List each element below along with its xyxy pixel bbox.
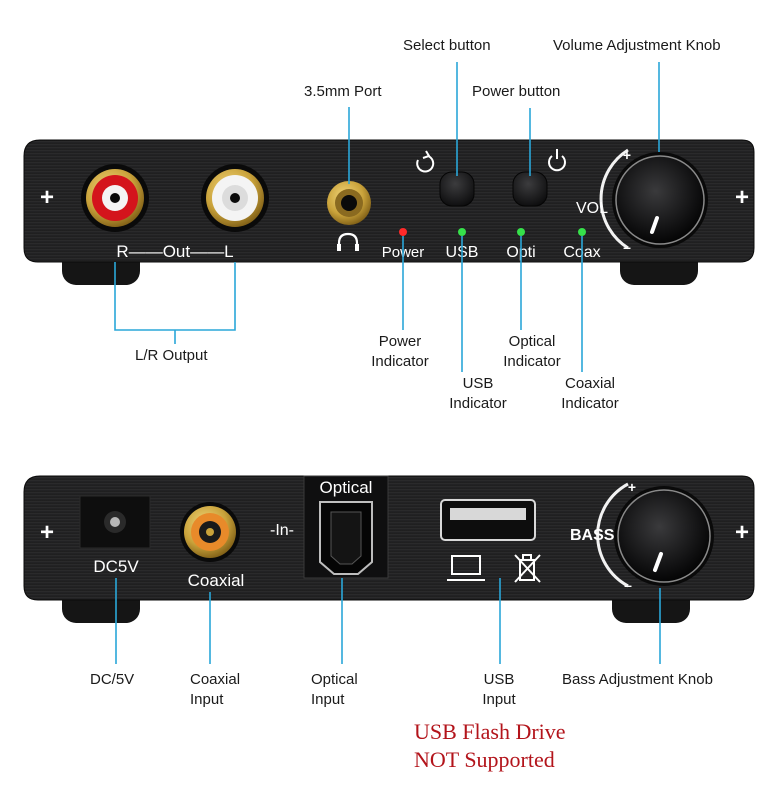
callout-volume-knob: Volume Adjustment Knob [553,37,721,54]
bass-plus: + [628,479,636,495]
callout-optical-input: Optical Input [311,670,358,710]
no-flash-drive-icon [514,554,541,583]
rear-screw-right: + [735,519,749,546]
rca-right-jack [81,164,149,232]
callout-optical-input-line1: Optical [311,671,358,688]
rear-panel: + + DC5V Coaxial -In- Optical [23,475,755,623]
notice: USB Flash Drive NOT Supported [414,718,566,774]
callout-optical-input-line2: Input [311,691,345,708]
optical-port [319,501,373,575]
dc-jack [79,495,151,549]
callout-optical-indicator-line1: Optical [508,333,556,350]
bass-label: BASS [570,527,615,544]
vol-plus: + [623,147,631,163]
callout-optical-indicator: Optical Indicator [494,332,570,372]
coaxial-jack [180,502,240,562]
callout-power-indicator: Power Indicator [365,332,435,372]
headphone-icon [337,232,359,251]
callout-optical-indicator-line2: Indicator [503,353,561,370]
front-screw-right: + [735,184,749,211]
callout-coaxial-input-line1: Coaxial [190,671,241,688]
callout-usb-input-line2: Input [482,691,516,708]
rca-left-jack [201,164,269,232]
front-chassis [23,139,755,263]
power-symbol-icon [548,149,566,172]
optical-label: Optical [320,478,373,497]
bass-knob[interactable] [614,486,714,586]
vol-label: VOL [576,200,608,217]
usb-led [458,228,466,236]
callout-3-5mm-port: 3.5mm Port [304,83,382,100]
in-label: -In- [270,522,294,539]
front-leader-lines [114,62,660,372]
coaxial-led [578,228,586,236]
dc5v-label: DC5V [93,557,139,576]
callout-coaxial-indicator-line2: Indicator [561,395,619,412]
callout-usb-indicator: USB Indicator [438,374,518,414]
computer-icon [447,555,485,581]
coaxial-label: Coaxial [188,571,245,590]
volume-knob[interactable] [612,152,708,248]
callout-select-button: Select button [403,37,491,54]
callout-bass-knob: Bass Adjustment Knob [562,671,713,688]
usb-port [440,499,536,541]
power-button[interactable] [512,171,548,207]
callout-coaxial-input: Coaxial Input [190,670,240,710]
callout-power-button: Power button [472,83,561,100]
out-label: R——Out——L [116,242,233,261]
front-screw-left: + [40,184,54,211]
bass-arc [596,482,629,588]
rear-leader-lines [115,578,661,664]
notice-line1: USB Flash Drive [414,719,566,744]
callout-coaxial-indicator: Coaxial Indicator [550,374,630,414]
headphone-port [327,181,371,225]
optical-led [517,228,525,236]
select-cycle-icon [416,150,435,173]
callout-power-indicator-line2: Indicator [371,353,429,370]
callout-power-indicator-line1: Power [378,333,422,350]
callout-usb-input-line1: USB [483,671,515,688]
front-panel: + + R——Out——L [23,139,755,285]
rear-screw-left: + [40,519,54,546]
select-button[interactable] [439,171,475,207]
callout-usb-input: USB Input [466,670,532,710]
vol-minus: – [623,239,631,255]
vol-arc [599,148,629,250]
callout-usb-indicator-line2: Indicator [449,395,507,412]
notice-line2: NOT Supported [414,747,555,772]
bass-minus: – [624,577,632,593]
callout-dc5v: DC/5V [90,671,135,688]
callout-usb-indicator-line1: USB [462,375,494,392]
callout-lr-output: L/R Output [135,347,208,364]
callout-coaxial-indicator-line1: Coaxial [564,375,616,392]
power-led [399,228,407,236]
callout-coaxial-input-line2: Input [190,691,224,708]
